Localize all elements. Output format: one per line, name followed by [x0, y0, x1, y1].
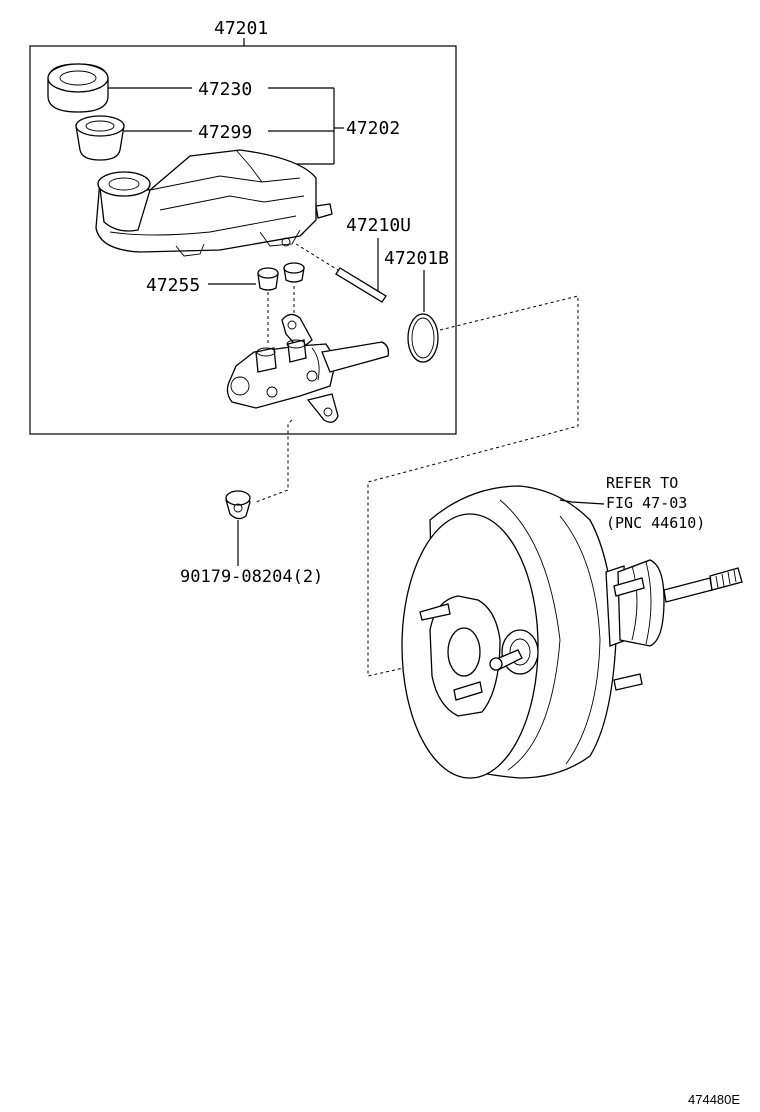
- reservoir-pin: [335, 267, 387, 303]
- label-47230[interactable]: 47230: [198, 79, 252, 100]
- label-47201B[interactable]: 47201B: [384, 248, 449, 269]
- refer-note-line3[interactable]: (PNC 44610): [606, 514, 705, 532]
- illustration-id: 474480E: [688, 1092, 740, 1107]
- refer-note-line2[interactable]: FIG 47-03: [606, 494, 687, 512]
- grommet-left: [257, 267, 279, 291]
- label-47255[interactable]: 47255: [146, 275, 200, 296]
- master-cylinder: [226, 313, 390, 423]
- reservoir-tank: [95, 149, 333, 257]
- label-47210U[interactable]: 47210U: [346, 215, 411, 236]
- booster-stud-front: [489, 629, 539, 675]
- label-47202[interactable]: 47202: [346, 118, 400, 139]
- label-47299[interactable]: 47299: [198, 122, 252, 143]
- flange-nut: [225, 490, 251, 520]
- label-47201[interactable]: 47201: [214, 18, 268, 39]
- brake-booster: [401, 485, 743, 779]
- label-90179-08204[interactable]: 90179-08204(2): [180, 567, 323, 587]
- reservoir-strainer: [75, 115, 125, 161]
- grommet-right: [283, 262, 305, 283]
- o-ring: [407, 313, 439, 363]
- assembly-frame: [29, 45, 457, 435]
- refer-note-line1[interactable]: REFER TO: [606, 474, 678, 492]
- reservoir-cap: [47, 63, 109, 113]
